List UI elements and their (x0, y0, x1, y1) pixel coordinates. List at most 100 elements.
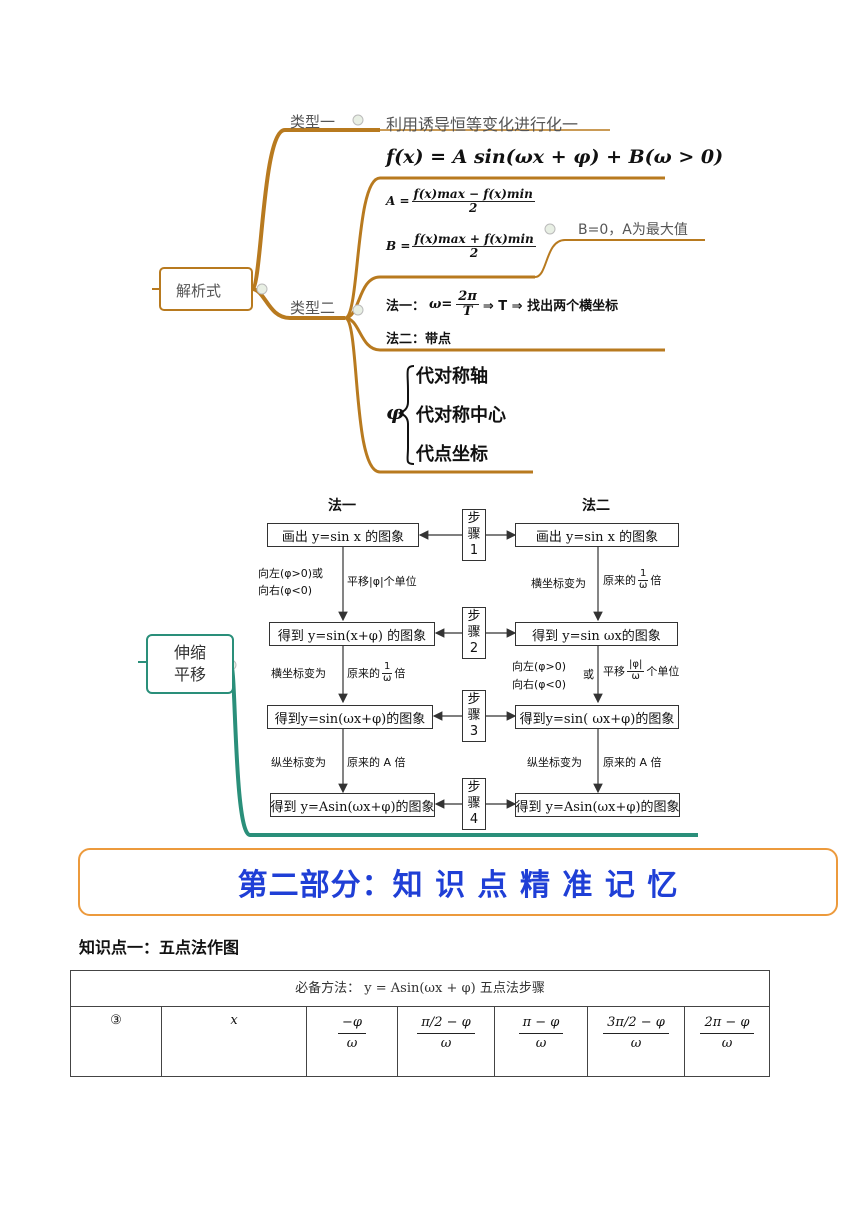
section-banner: 第二部分：知 识 点 精 准 记 忆 (78, 848, 838, 916)
right-box-3: 得到y=sin( ωx+φ)的图象 (515, 705, 679, 729)
row-label: ③ (70, 1006, 162, 1077)
cell-2-num: π/2 − φ (417, 1013, 475, 1034)
flow-lines (138, 530, 698, 837)
step-1-char-3: 1 (469, 543, 479, 558)
right-note-2d: 个单位 (646, 665, 680, 678)
step-4-char-3: 4 (469, 812, 479, 827)
type2-label: 类型二 (290, 299, 336, 317)
cell-1: −φ ω (338, 1013, 366, 1054)
step-3-char-2: 骤 (467, 708, 481, 723)
left-note-1b: 向右(φ<0) (258, 584, 313, 597)
method1-den: T (462, 303, 473, 319)
right-note-1-num: 1 (638, 568, 649, 581)
left-note-2a: 横坐标变为 (271, 667, 326, 680)
method1-omega: ω= (429, 296, 453, 312)
left-box-2: 得到 y=sin(x+φ) 的图象 (269, 622, 435, 646)
left-box-3: 得到y=sin(ωx+φ)的图象 (267, 705, 433, 729)
right-note-1a: 横坐标变为 (531, 577, 586, 590)
left-note-2-den: ω (383, 672, 392, 684)
right-note-2: 平移 |φ|ω 个单位 (603, 659, 680, 682)
method1-label: 法一： (386, 298, 426, 314)
method2: 法二：带点 (386, 332, 452, 347)
table-header: 必备方法： y = Asin(ωx + φ) 五点法步骤 (70, 970, 770, 1007)
table-header-row: 必备方法： y = Asin(ωx + φ) 五点法步骤 (70, 970, 770, 1007)
formula-B-num: f(x)max + f(x)min (412, 232, 536, 247)
cell-4-den: ω (630, 1036, 642, 1051)
right-box-1: 画出 y=sin x 的图象 (515, 523, 679, 547)
right-note-2b: 向右(φ<0) (512, 678, 567, 691)
type1-text: 利用诱导恒等变化进行化一 (386, 115, 579, 134)
cell-5-den: ω (721, 1036, 733, 1051)
right-note-1-den: ω (639, 579, 648, 591)
b-note: B=0，A为最大值 (578, 222, 688, 238)
phi-symbol: φ (386, 400, 405, 424)
left-note-3a: 纵坐标变为 (271, 756, 326, 769)
right-note-2-num: |φ| (627, 659, 645, 672)
cell-1-num: −φ (338, 1013, 366, 1034)
phi-item-2: 代对称中心 (416, 405, 506, 426)
transform-node: 伸缩 平移 (146, 634, 234, 694)
step-2-char-2: 骤 (467, 625, 481, 640)
right-note-1b: 原来的 (603, 574, 636, 587)
step-2-char-1: 步 (467, 609, 481, 624)
banner-title: 第二部分：知 识 点 精 准 记 忆 (237, 868, 679, 903)
left-note-1a: 向左(φ>0)或 (258, 567, 324, 580)
left-note-3b: 原来的 A 倍 (347, 756, 406, 769)
phi-item-3: 代点坐标 (416, 444, 488, 465)
right-box-2: 得到 y=sin ωx的图象 (515, 622, 678, 646)
formula-B-lhs: B = (386, 239, 411, 254)
formula-general: f(x) = A sin(ωx + φ) + B(ω > 0) (386, 146, 724, 168)
cell-5: 2π − φ ω (700, 1013, 754, 1054)
left-box-4: 得到 y=Asin(ωx+φ)的图象 (270, 793, 435, 817)
step-4-char-1: 步 (467, 780, 481, 795)
cell-3-den: ω (535, 1036, 547, 1051)
col2-title: 法二 (582, 498, 610, 514)
cell-4: 3π/2 − φ ω (603, 1013, 669, 1054)
mindmap-root: 解析式 (176, 282, 222, 300)
left-note-1c: 平移|φ|个单位 (347, 575, 417, 588)
formula-A-lhs: A = (386, 194, 410, 209)
right-note-2-den: ω (631, 670, 640, 682)
right-note-3a: 纵坐标变为 (527, 756, 582, 769)
left-note-2b: 原来的 (347, 667, 380, 680)
left-note-2-num: 1 (382, 661, 393, 674)
cell-1-den: ω (346, 1036, 358, 1051)
cell-2-den: ω (440, 1036, 452, 1051)
knowledge-heading: 知识点一：五点法作图 (79, 938, 240, 957)
left-box-1: 画出 y=sin x 的图象 (267, 523, 419, 547)
right-note-2-or: 或 (583, 668, 594, 681)
formula-B-den: 2 (469, 245, 479, 260)
method1-rest: ⇒ T ⇒ 找出两个横坐标 (482, 298, 619, 314)
method1-num: 2π (456, 289, 479, 305)
formula-A-num: f(x)max − f(x)min (411, 187, 535, 202)
step-3-char-1: 步 (467, 692, 481, 707)
step-1-char-2: 骤 (467, 527, 481, 542)
transform-node-line2: 平移 (173, 665, 206, 684)
step-2-char-3: 2 (469, 641, 479, 656)
right-note-3b: 原来的 A 倍 (603, 756, 662, 769)
formula-A-den: 2 (469, 200, 478, 215)
x-label: x (161, 1006, 307, 1077)
step-3-char-3: 3 (469, 724, 479, 739)
phi-item-1: 代对称轴 (416, 366, 488, 387)
type1-label: 类型一 (290, 113, 336, 131)
five-point-table: 必备方法： y = Asin(ωx + φ) 五点法步骤 ③ x −φ ω π/2… (70, 970, 770, 1077)
cell-5-num: 2π − φ (700, 1013, 754, 1034)
right-note-1c: 倍 (650, 574, 662, 587)
right-note-2c: 平移 (603, 665, 625, 678)
step-1-char-1: 步 (467, 511, 481, 526)
mindmap-lines (152, 114, 705, 474)
cell-4-num: 3π/2 − φ (603, 1013, 669, 1034)
left-note-2c: 倍 (394, 667, 406, 680)
